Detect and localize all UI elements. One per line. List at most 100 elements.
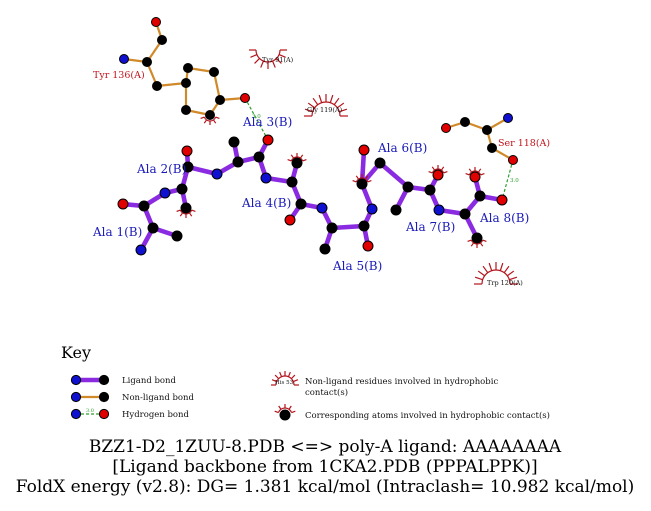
carbon-atom: [181, 78, 191, 88]
carbon-atom: [205, 110, 215, 120]
oxygen-atom: [508, 155, 518, 165]
nitrogen-atom: [260, 172, 272, 184]
key-example-residue: His 53: [275, 380, 294, 386]
nitrogen-atom: [316, 202, 328, 214]
label-ala4: Ala 4(B): [241, 196, 291, 210]
oxygen-atom: [441, 123, 451, 133]
oxygen-atom: [432, 169, 444, 181]
key-corresponding-atoms-label: Corresponding atoms involved in hydropho…: [305, 410, 550, 421]
nitrogen-atom: [503, 113, 513, 123]
carbon-atom: [253, 151, 265, 163]
carbon-atom: [319, 243, 331, 255]
carbon-atom: [471, 232, 483, 244]
carbon-atom: [459, 208, 471, 220]
carbon-atom: [228, 136, 240, 148]
atom-contact-arc: [352, 174, 372, 183]
key-carbon-atom: [279, 409, 291, 421]
oxygen-atom: [362, 240, 374, 252]
key: Key Ligand bond Non-ligand bond 3.0 Hydr…: [61, 343, 550, 421]
carbon-atom: [183, 63, 193, 73]
nitrogen-atom: [159, 187, 171, 199]
key-hydrophobic-residue-sample: [271, 371, 299, 386]
key-nonligand-bond-label: Non-ligand bond: [122, 393, 194, 403]
carbon-atom: [474, 190, 486, 202]
label-trp120: Trp 120(A): [487, 279, 523, 287]
atoms: [117, 17, 518, 256]
carbon-atom: [176, 183, 188, 195]
carbon-atom: [460, 117, 470, 127]
label-ser118: Ser 118(A): [498, 138, 550, 149]
carbon-atom: [295, 198, 307, 210]
nitrogen-atom: [433, 204, 445, 216]
carbon-atom: [171, 230, 183, 242]
carbon-atom: [374, 157, 386, 169]
label-ala2: Ala 2(B): [136, 162, 186, 176]
carbon-atom: [358, 220, 370, 232]
atom-contact-arc: [467, 239, 487, 248]
key-nonligand-residues-line1: Non-ligand residues involved in hydropho…: [305, 377, 498, 387]
oxygen-atom: [151, 17, 161, 27]
carbon-atom: [215, 95, 225, 105]
label-ala1: Ala 1(B): [92, 225, 142, 239]
nitrogen-atom: [119, 54, 129, 64]
key-hydrogen-bond-label: Hydrogen bond: [122, 410, 190, 420]
oxygen-atom: [496, 194, 508, 206]
carbon-atom: [424, 184, 436, 196]
residue-labels: Ala 1(B) Ala 2(B) Ala 3(B) Ala 4(B) Ala …: [92, 56, 550, 287]
oxygen-atom: [358, 144, 370, 156]
oxygen-atom: [240, 93, 250, 103]
caption: BZZ1-D2_1ZUU-8.PDB <=> poly-A ligand: AA…: [16, 437, 635, 497]
oxygen-atom: [117, 198, 129, 210]
label-ala6: Ala 6(B): [377, 141, 427, 155]
label-ala7: Ala 7(B): [405, 220, 455, 234]
atom-contact-arc: [287, 153, 307, 162]
key-arc-shape: [271, 371, 299, 386]
caption-line2: [Ligand backbone from 1CKA2.PDB (PPPALPP…: [112, 457, 537, 477]
carbon-atom: [356, 178, 368, 190]
caption-line1: BZZ1-D2_1ZUU-8.PDB <=> poly-A ligand: AA…: [89, 437, 562, 457]
atom-contact-arc: [176, 209, 196, 218]
label-ala3: Ala 3(B): [242, 115, 292, 129]
hydrophobic-arc-tyr91: [249, 49, 287, 69]
carbon-atom: [147, 222, 159, 234]
nonligand-bonds: [123, 21, 514, 161]
atom-contact-arc: [428, 165, 448, 174]
carbon-atom: [326, 222, 338, 234]
hbond-distance-label-2: 3.0: [510, 178, 519, 184]
nitrogen-atom: [135, 244, 147, 256]
oxygen-atom: [181, 145, 193, 157]
key-hbond-distance: 3.0: [86, 408, 94, 414]
key-ligand-bond-sample: [70, 374, 110, 386]
label-ala5: Ala 5(B): [332, 259, 382, 273]
oxygen-atom: [469, 171, 481, 183]
key-title: Key: [61, 343, 91, 362]
key-hydrogen-bond-sample: [70, 408, 110, 420]
carbon-atom: [482, 125, 492, 135]
atom-contact-arc: [200, 116, 220, 125]
hydrophobic-arc-trp120: [474, 262, 518, 285]
atom-contact-arc: [465, 167, 485, 176]
carbon-atom: [181, 105, 191, 115]
oxygen-atom: [262, 134, 274, 146]
label-gly119: Gly 119(A): [307, 106, 343, 114]
label-ala8: Ala 8(B): [479, 211, 529, 225]
carbon-atom: [209, 67, 219, 77]
carbon-atom: [291, 157, 303, 169]
key-hydrophobic-atom-sample: [274, 404, 296, 414]
carbon-atom: [402, 181, 414, 193]
carbon-atom: [138, 200, 150, 212]
carbon-atom: [390, 204, 402, 216]
carbon-atom: [152, 81, 162, 91]
hydrogen-bonds: [244, 97, 514, 201]
caption-line3: FoldX energy (v2.8): DG= 1.381 kcal/mol …: [16, 477, 635, 497]
nitrogen-atom: [211, 168, 223, 180]
hydrophobic-arc-gly119: [304, 94, 348, 117]
carbon-atom: [180, 202, 192, 214]
carbon-atom: [142, 57, 152, 67]
carbon-atom: [157, 35, 167, 45]
label-tyr91: Tyr 91(A): [262, 56, 294, 64]
nitrogen-atom: [366, 203, 378, 215]
hbond-distance-label-1: 3.0: [252, 114, 261, 120]
key-ligand-bond-label: Ligand bond: [122, 376, 177, 386]
hydrophobic-contacts: [176, 49, 518, 285]
